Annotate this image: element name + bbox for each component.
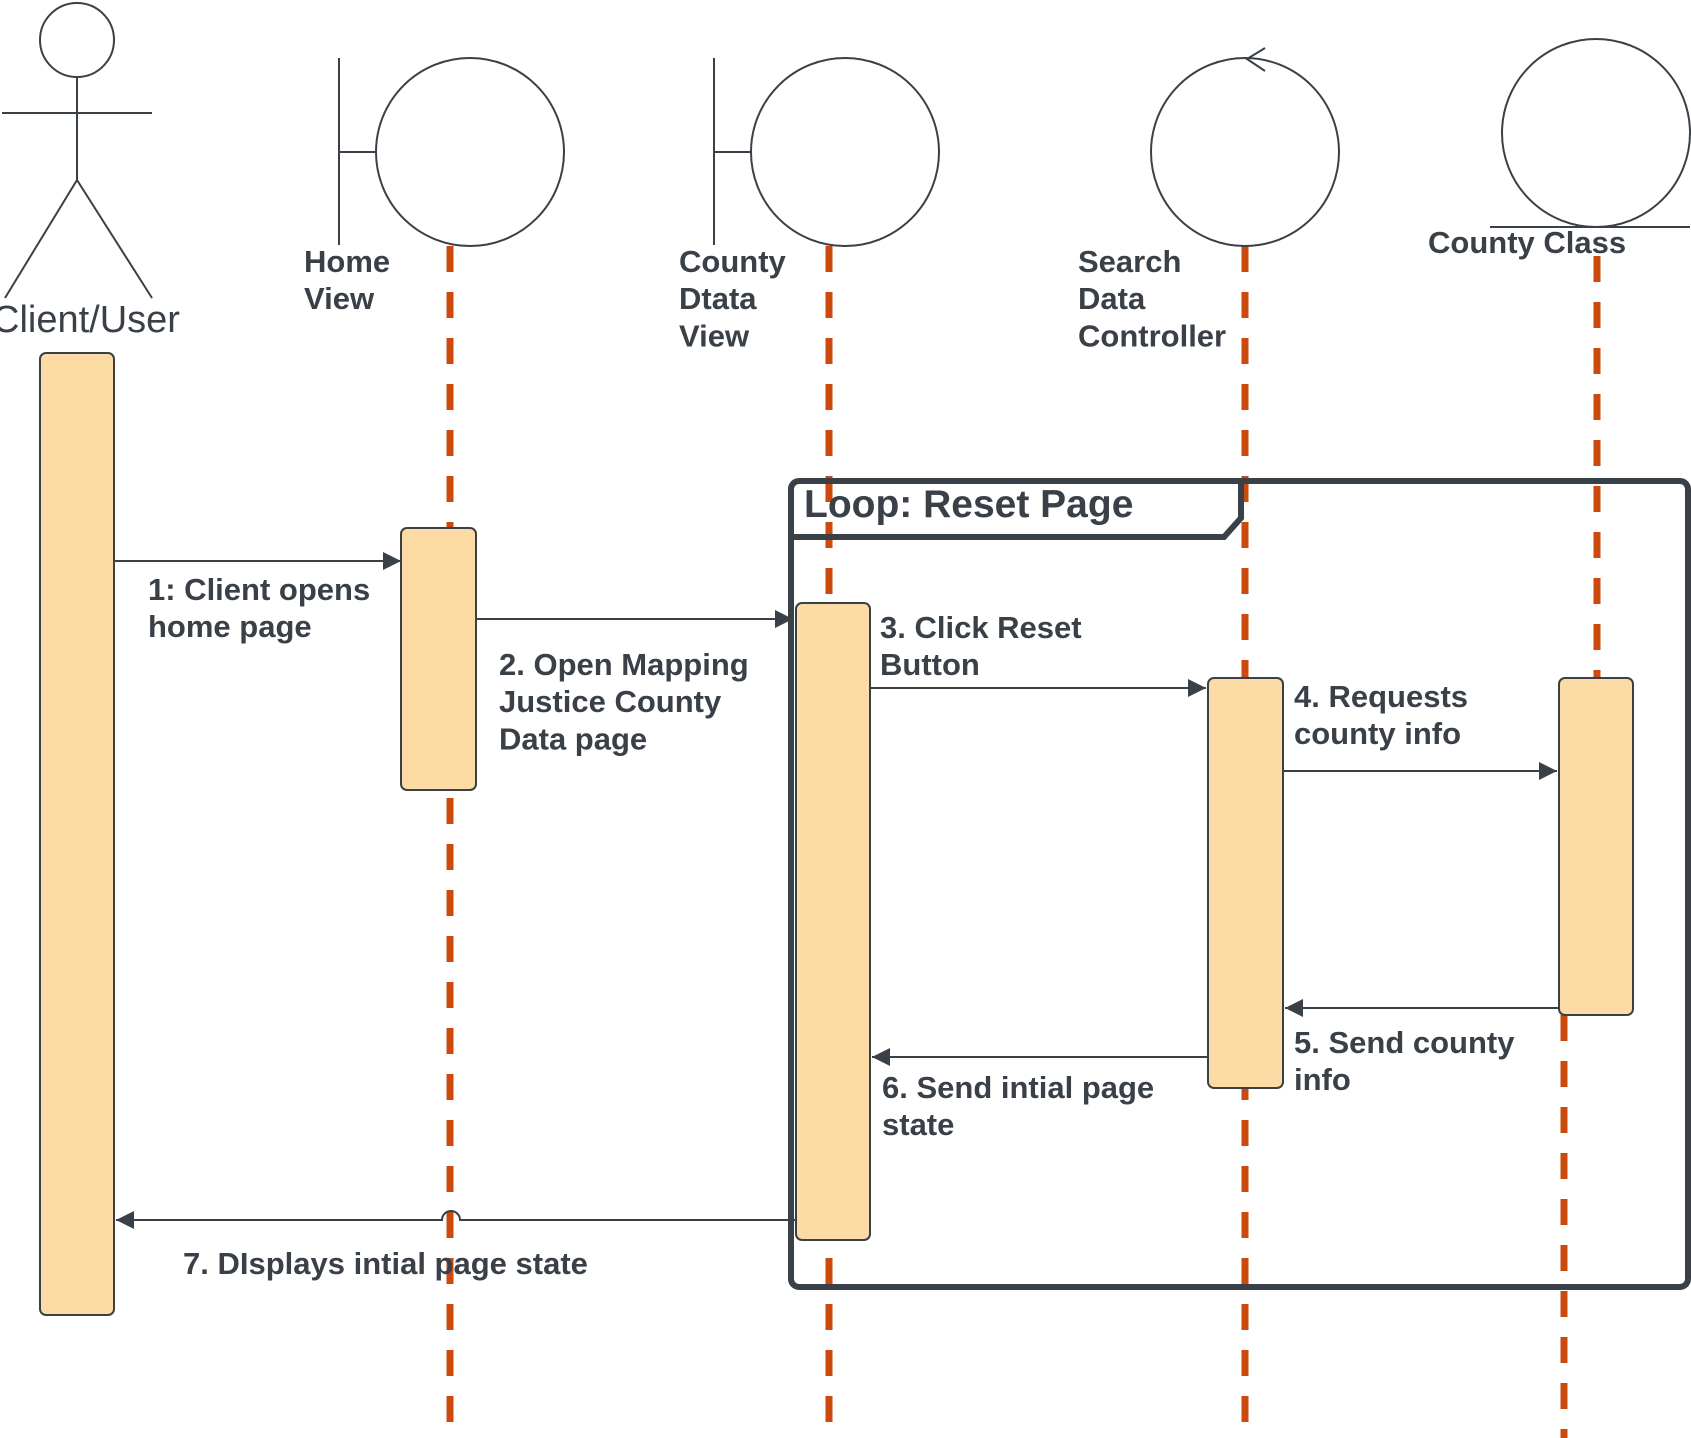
lifelines	[446, 246, 1601, 1438]
boundary-circle	[375, 57, 565, 247]
message-label-7: 7. DIsplays intial page state	[183, 1246, 588, 1281]
loop-frame: Loop: Reset Page	[788, 478, 1691, 1290]
activation-county-data-view	[795, 602, 871, 1241]
activation-county-class	[1558, 677, 1634, 1016]
participant-label-client-user: Client/User	[0, 299, 180, 341]
participant-county-class	[1490, 38, 1691, 228]
boundary-circle	[750, 57, 940, 247]
entity-circle	[1501, 38, 1691, 228]
actor-left-leg	[4, 179, 78, 299]
participant-county-data-view	[713, 57, 940, 247]
participant-home-view	[338, 57, 565, 247]
actor-head	[39, 2, 115, 78]
activation-search-data-controller	[1207, 677, 1284, 1089]
control-circle	[1150, 57, 1340, 247]
activation-home-view	[400, 527, 477, 791]
participant-client-user	[2, 2, 153, 299]
control-arrow	[1245, 47, 1266, 72]
loop-frame-tab	[791, 481, 1244, 540]
participant-search-data-controller	[1150, 47, 1340, 247]
messages	[114, 552, 1559, 1229]
activation-client-user	[39, 352, 115, 1316]
message-arrow-7	[116, 1210, 796, 1229]
participant-label-county-class: County Class	[1428, 225, 1626, 260]
activations	[39, 352, 1634, 1316]
loop-frame-label: Loop: Reset Page	[804, 483, 1133, 526]
actor-right-leg	[76, 179, 153, 299]
